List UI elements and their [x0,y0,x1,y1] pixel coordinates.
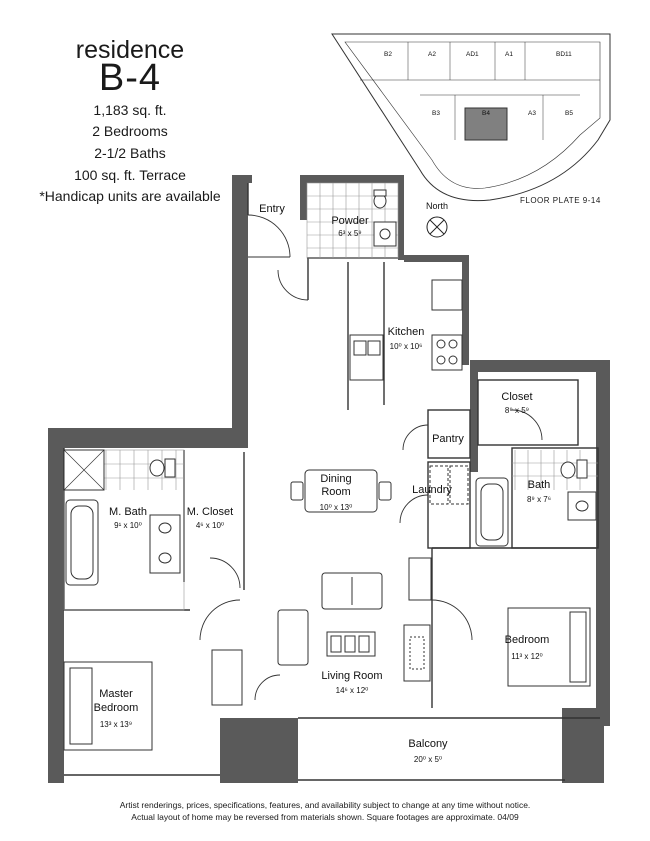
dresser-icon [211,649,243,706]
key-plan-outline [331,33,611,202]
bath-toilet-icon [560,461,576,479]
wall-powder-top [300,175,398,183]
mbath-dim: 9¹ x 10⁰ [114,521,142,530]
dining-table-icon [304,469,378,513]
refrigerator-icon [431,279,463,311]
washer-icon [429,465,449,505]
key-plan-highlight [464,107,508,141]
wall-kitchen-top [404,255,466,262]
balcony-dim: 20⁰ x 5⁰ [414,755,442,764]
bedroom-dresser-icon [408,557,432,601]
wall-entry-cap [238,175,252,183]
master-label-1: Master [99,688,133,700]
key-plan-inner [344,41,601,189]
entry-door-icon [247,214,291,258]
room-labels: Entry Powder 6³ x 5⁹ Kitchen 10⁰ x 10⁶ C… [94,203,551,764]
key-unit-ad1: AD1 [466,51,479,58]
key-plan [331,33,611,202]
residence-label: residence [75,36,185,64]
wall-left-upper [232,175,248,445]
key-unit-b4: B4 [482,110,490,117]
bath-label: Bath [528,479,551,491]
laundry-label: Laundry [412,484,452,496]
floor-plate-label: FLOOR PLATE 9-14 [520,196,601,205]
wall-master-top [48,428,248,448]
spec-sqft: 1,183 sq. ft. [93,102,167,118]
living-dim: 14⁶ x 12⁰ [336,686,369,695]
dining-label-1: Dining [320,473,351,485]
spec-bedrooms: 2 Bedrooms [92,123,168,139]
bath-dim: 8⁹ x 7⁶ [527,495,551,504]
kitchen-dim: 10⁰ x 10⁶ [390,342,423,351]
powder-label: Powder [331,215,369,227]
powder-tiles [306,182,399,259]
wall-kitchen-right [462,255,469,365]
bedroom-label: Bedroom [505,634,550,646]
wall-powder-left [300,175,307,220]
powder-door-icon [277,269,309,301]
pantry-door-icon [402,424,429,451]
wall-left-outer [48,428,64,783]
mcloset-door-icon [209,557,241,589]
key-unit-a1: A1 [505,51,513,58]
closet-door-icon [511,409,543,441]
key-unit-b5: B5 [565,110,573,117]
wall-powder-right [398,175,404,260]
walls [48,175,610,783]
master-dim: 13³ x 13⁹ [100,720,132,729]
north-arrow-icon [426,216,448,238]
dining-dim: 10⁰ x 13⁰ [320,503,353,512]
unit-title: B-4 [98,57,162,99]
wall-right-outer [596,366,610,726]
wall-closet-left [470,360,478,472]
master-label-2: Bedroom [94,702,139,714]
dining-label-2: Room [321,486,350,498]
key-unit-a2: A2 [428,51,436,58]
toilet-icon [149,459,165,477]
dryer-icon [449,465,469,505]
key-unit-b2: B2 [384,51,392,58]
powder-dim: 6³ x 5⁹ [338,229,361,238]
pantry-label: Pantry [432,433,464,445]
north-label: North [426,201,448,211]
spec-terrace: 100 sq. ft. Terrace [74,167,186,183]
fixtures [63,189,597,586]
key-unit-a3: A3 [528,110,536,117]
entry-label: Entry [259,203,285,215]
kitchen-label: Kitchen [388,326,425,338]
bedroom-door-icon [431,599,473,641]
armchair-icon [277,609,309,666]
key-plan-labels: B2 A2 AD1 A1 BD11 B3 B4 A3 B5 [384,51,573,117]
cooktop-icon [431,334,463,371]
balcony-label: Balcony [408,738,448,750]
mcloset-label: M. Closet [187,506,233,518]
disclaimer-line-1: Artist renderings, prices, specification… [119,800,531,810]
furniture [63,469,591,751]
disclaimer-line-2: Actual layout of home may be reversed fr… [131,812,519,822]
door-swings [199,214,543,701]
closet-label: Closet [501,391,532,403]
mbath-tiles [63,449,185,611]
spec-handicap: *Handicap units are available [39,188,221,204]
wall-right-top [470,360,610,372]
wall-bottom-left-block [220,718,298,783]
spec-baths: 2-1/2 Baths [94,145,166,161]
bedroom-dim: 11³ x 12⁰ [511,652,543,661]
closet-dim: 8⁹ x 5⁹ [505,406,529,415]
key-unit-bd11: BD11 [556,51,572,58]
living-label: Living Room [321,670,382,682]
mcloset-dim: 4⁶ x 10⁰ [196,521,224,530]
mbath-label: M. Bath [109,506,147,518]
balcony-door-icon [254,674,281,701]
master-door-icon [199,599,241,641]
laundry-door-icon [399,494,429,524]
key-unit-b3: B3 [432,110,440,117]
